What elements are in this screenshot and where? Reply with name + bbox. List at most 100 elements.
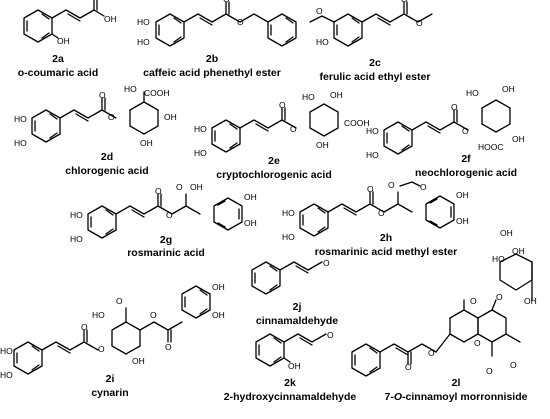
compound-name: 7-O-cinnamoyl morronniside (385, 391, 528, 403)
compound-name: chlorogenic acid (65, 165, 148, 177)
atom-ho: HO (137, 17, 150, 27)
atom-ho: HO (316, 37, 329, 47)
structure-2j: O (251, 258, 330, 295)
compound-name: rosmarinic acid (127, 247, 205, 259)
structure-2c: O HO O O (309, 0, 433, 47)
compound-name: o-coumaric acid (18, 67, 99, 79)
atom-cooh: COOH (144, 88, 170, 98)
atom-ho: HO (124, 84, 137, 94)
atom-o: O (496, 292, 503, 302)
compound-id: 2l (452, 377, 461, 389)
atom-o: O (510, 360, 517, 370)
compound-name: caffeic acid phenethyl ester (143, 67, 281, 79)
atom-oh: OH (502, 84, 515, 94)
atom-o: O (165, 342, 172, 352)
atom-o: O (327, 330, 334, 340)
atom-ho: HO (366, 126, 379, 136)
compound-name: neochlorogenic acid (415, 167, 517, 179)
atom-o: O (99, 90, 106, 100)
atom-o: O (81, 322, 88, 332)
atom-oh: OH (140, 138, 153, 148)
compound-name: cynarin (91, 387, 128, 399)
atom-oh: OH (164, 112, 177, 122)
atom-ho: HO (302, 92, 315, 102)
atom-ho: HO (492, 254, 505, 264)
structure-2e: HO HO O O HO OH COOH OH (194, 90, 370, 158)
atom-o: O (462, 126, 469, 136)
compound-id: 2h (380, 232, 392, 244)
atom-ho: HO (194, 148, 207, 158)
atom-o: O (279, 100, 286, 110)
compound-id: 2k (284, 377, 296, 389)
atom-ho: HO (14, 138, 27, 148)
atom-o: O (474, 338, 481, 348)
atom-oh: OH (500, 228, 513, 238)
atom-ho: HO (282, 232, 295, 242)
atom-o: O (323, 258, 330, 268)
atom-ho: HO (194, 124, 207, 134)
atom-o: O (405, 362, 412, 372)
atom-o: O (367, 184, 374, 194)
atom-oh: OH (212, 310, 225, 320)
atom-o: O (378, 208, 385, 218)
compound-name: 2-hydroxycinnamaldehyde (224, 391, 357, 403)
atom-o: O (451, 102, 458, 112)
structure-2i: HO HO O O O HO O O OH OH OH (0, 282, 225, 380)
compound-id: 2g (160, 234, 172, 246)
compound-id: 2d (101, 151, 113, 163)
structure-2d: HO HO O O HO COOH OH OH (14, 84, 177, 148)
atom-oh: OH (212, 282, 225, 292)
structure-2f: HO HO O O HO OH OH HOOC (366, 84, 525, 160)
atom-oh: OH (330, 90, 343, 100)
atom-o: O (486, 366, 493, 376)
atom-oh: OH (244, 218, 257, 228)
compound-name: ferulic acid ethyl ester (320, 71, 431, 83)
atom-oh: OH (244, 192, 257, 202)
atom-o: O (388, 180, 395, 190)
atom-o: O (223, 0, 230, 4)
compound-name: rosmarinic acid methyl ester (315, 246, 457, 258)
compound-id: 2i (106, 373, 115, 385)
atom-o: O (401, 0, 408, 4)
atom-o: O (150, 310, 157, 320)
compound-id: 2j (293, 301, 302, 313)
atom-o: O (166, 210, 173, 220)
structure-2h: HO HO O O O O OH OH (282, 180, 469, 242)
atom-o: O (316, 6, 323, 16)
structure-2a: OH OH (23, 0, 117, 46)
atom-o: O (237, 17, 244, 27)
atom-oh: OH (316, 140, 329, 150)
atom-oh: OH (456, 216, 469, 226)
atom-cooh: COOH (344, 118, 370, 128)
compound-id: 2a (52, 53, 64, 65)
atom-ho: HO (466, 88, 479, 98)
compound-name: cryptochlorogenic acid (216, 169, 332, 181)
atom-o: O (108, 112, 115, 122)
atom-o: O (98, 344, 105, 354)
atom-hooc: HOOC (478, 142, 504, 152)
atom-o: O (155, 186, 162, 196)
atom-ho: HO (92, 310, 105, 320)
compound-id: 2c (369, 57, 381, 69)
atom-o: O (116, 296, 123, 306)
atom-ho: HO (70, 210, 83, 220)
atom-oh: OH (512, 134, 525, 144)
atom-ho: HO (14, 114, 27, 124)
atom-oh: OH (132, 356, 145, 366)
atom-oh: OH (190, 182, 203, 192)
atom-oh: OH (104, 14, 117, 24)
atom-o: O (290, 124, 297, 134)
structure-2l: O O O O O O O HO OH OH OH (351, 228, 537, 377)
atom-ho: HO (282, 208, 295, 218)
atom-oh: OH (456, 190, 469, 200)
atom-oh: OH (512, 246, 525, 256)
structure-2k: O OH (255, 330, 334, 371)
atom-ho: HO (70, 234, 83, 244)
atom-o: O (176, 182, 183, 192)
atom-ho: HO (0, 370, 13, 380)
structure-2g: HO HO O O O OH OH OH (70, 182, 257, 244)
compound-id: 2e (268, 155, 280, 167)
atom-oh: OH (288, 361, 301, 371)
